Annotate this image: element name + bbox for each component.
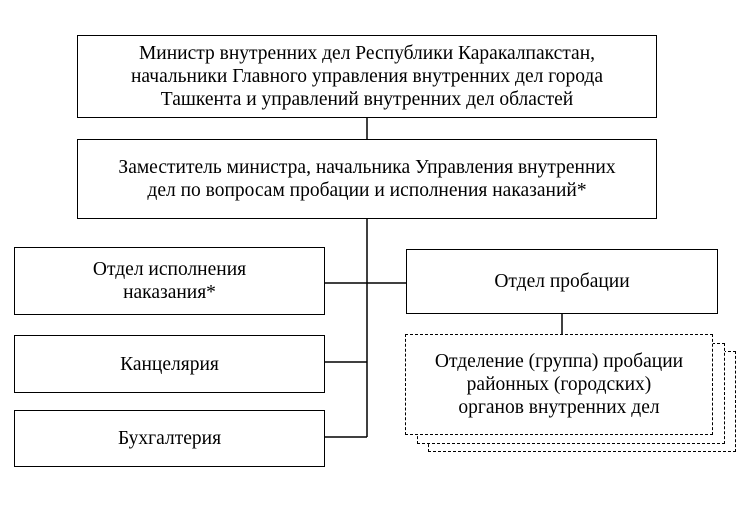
probation-department-box: Отдел пробации — [406, 249, 718, 314]
probation-unit-box: Отделение (группа) пробации районных (го… — [405, 334, 713, 435]
accounting-box: Бухгалтерия — [14, 410, 325, 467]
chancellery-box: Канцелярия — [14, 335, 325, 393]
execution-department-box: Отдел исполнения наказания* — [14, 247, 325, 315]
deputy-box: Заместитель министра, начальника Управле… — [77, 139, 657, 219]
minister-box: Министр внутренних дел Республики Карака… — [77, 35, 657, 118]
